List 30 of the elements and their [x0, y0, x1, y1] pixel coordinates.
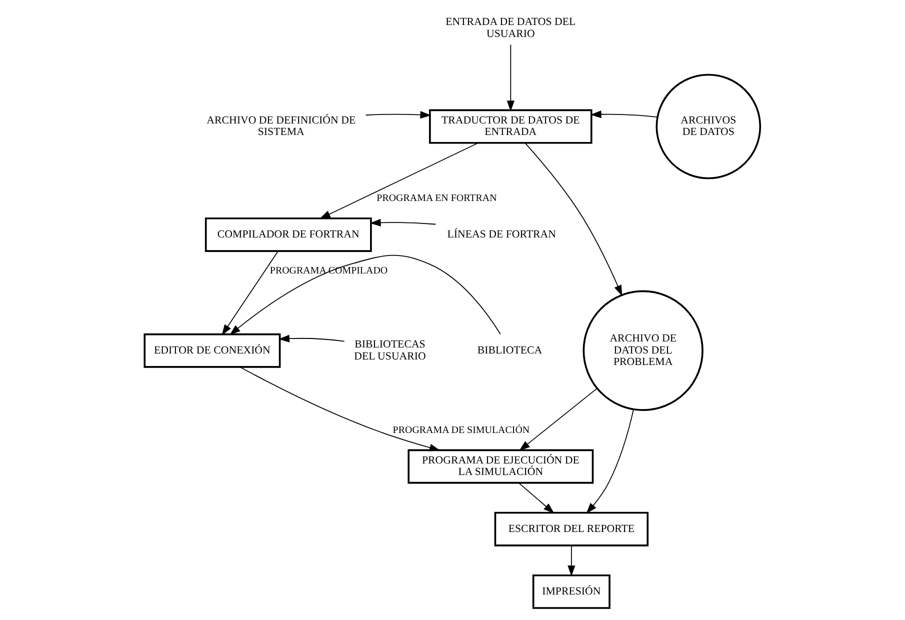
node-text: BIBLIOTECA — [477, 344, 542, 356]
node-text: ENTRADA DE DATOS DEL USUARIO — [446, 16, 576, 40]
arrow — [320, 142, 479, 219]
arrow — [518, 482, 554, 514]
edge-label: PROGRAMA DE SIMULACIÓN — [392, 424, 530, 436]
arrow — [506, 44, 514, 112]
node-box: ESCRITOR DEL REPORTE — [494, 512, 649, 546]
arrow — [230, 254, 501, 336]
node-box: IMPRESIÓN — [532, 574, 610, 609]
arrow — [524, 142, 622, 296]
arrow — [222, 250, 278, 336]
node-text: BIBLIOTECAS DEL USUARIO — [354, 338, 426, 362]
node-text: ARCHIVO DE DEFINICIÓN DE SISTEMA — [206, 114, 356, 138]
node-box: TRADUCTOR DE DATOS DE ENTRADA — [429, 109, 592, 144]
node-circle: ARCHIVOS DE DATOS — [656, 74, 762, 180]
arrow — [519, 388, 598, 451]
node-text: LÍNEAS DE FORTRAN — [447, 228, 556, 241]
arrow — [568, 545, 576, 576]
arrow — [586, 409, 634, 514]
node-box: PROGRAMA DE EJECUCIÓN DE LA SIMULACIÓN — [408, 449, 594, 484]
arrow — [278, 334, 345, 342]
arrow — [239, 366, 440, 452]
arrow — [365, 111, 432, 119]
edge-label: PROGRAMA COMPILADO — [270, 266, 388, 277]
node-box: COMPILADOR DE FORTRAN — [204, 217, 372, 252]
arrow — [590, 110, 658, 118]
arrow — [370, 218, 436, 226]
node-circle: ARCHIVO DE DATOS DEL PROBLEMA — [582, 290, 704, 411]
edge-label: PROGRAMA EN FORTRAN — [376, 192, 497, 204]
node-box: EDITOR DE CONEXIÓN — [144, 333, 281, 368]
